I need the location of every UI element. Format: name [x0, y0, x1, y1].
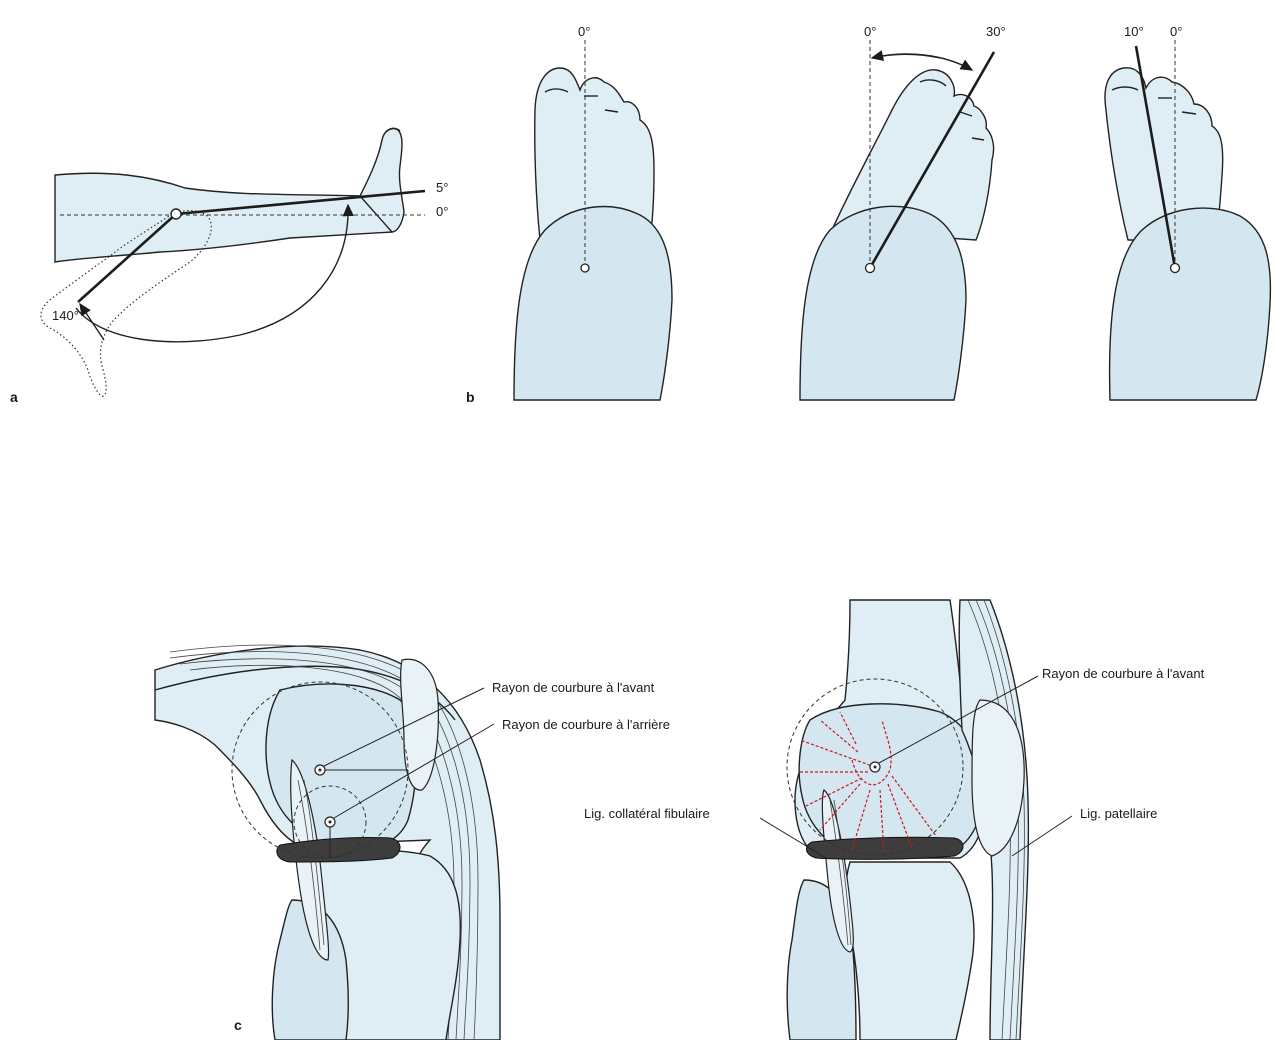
angle-5-label: 5° [436, 180, 448, 195]
panel-b-feet: b 0° 0° 30° [466, 24, 1270, 405]
foot2-zero-label: 0° [864, 24, 876, 39]
right-label-front: Rayon de courbure à l'avant [1042, 666, 1205, 681]
foot3-zero-label: 0° [1170, 24, 1182, 39]
panel-b-letter: b [466, 389, 475, 405]
angle-140-label: 140° [52, 308, 79, 323]
right-label-fibular: Lig. collatéral fibulaire [584, 806, 710, 821]
panel-c-knee-right: Rayon de courbure à l'avant Lig. collaté… [584, 600, 1205, 1040]
right-label-patellar: Lig. patellaire [1080, 806, 1157, 821]
foot1-zero-label: 0° [578, 24, 590, 39]
panel-a-leg: 5° 0° 140° a [10, 128, 448, 405]
foot-internal-rotation: 10° 0° [1105, 24, 1270, 400]
panel-a-letter: a [10, 389, 18, 405]
panel-c-letter: c [234, 1017, 242, 1033]
angle-0-label: 0° [436, 204, 448, 219]
foot3-angle-label: 10° [1124, 24, 1144, 39]
left-label-front: Rayon de courbure à l'avant [492, 680, 655, 695]
foot2-angle-label: 30° [986, 24, 1006, 39]
left-label-back: Rayon de courbure à l'arrière [502, 717, 670, 732]
panel-c-knee-left: c Rayon de cour [155, 645, 670, 1040]
foot-external-rotation: 0° 30° [800, 24, 1006, 400]
foot-neutral: 0° [514, 24, 672, 400]
